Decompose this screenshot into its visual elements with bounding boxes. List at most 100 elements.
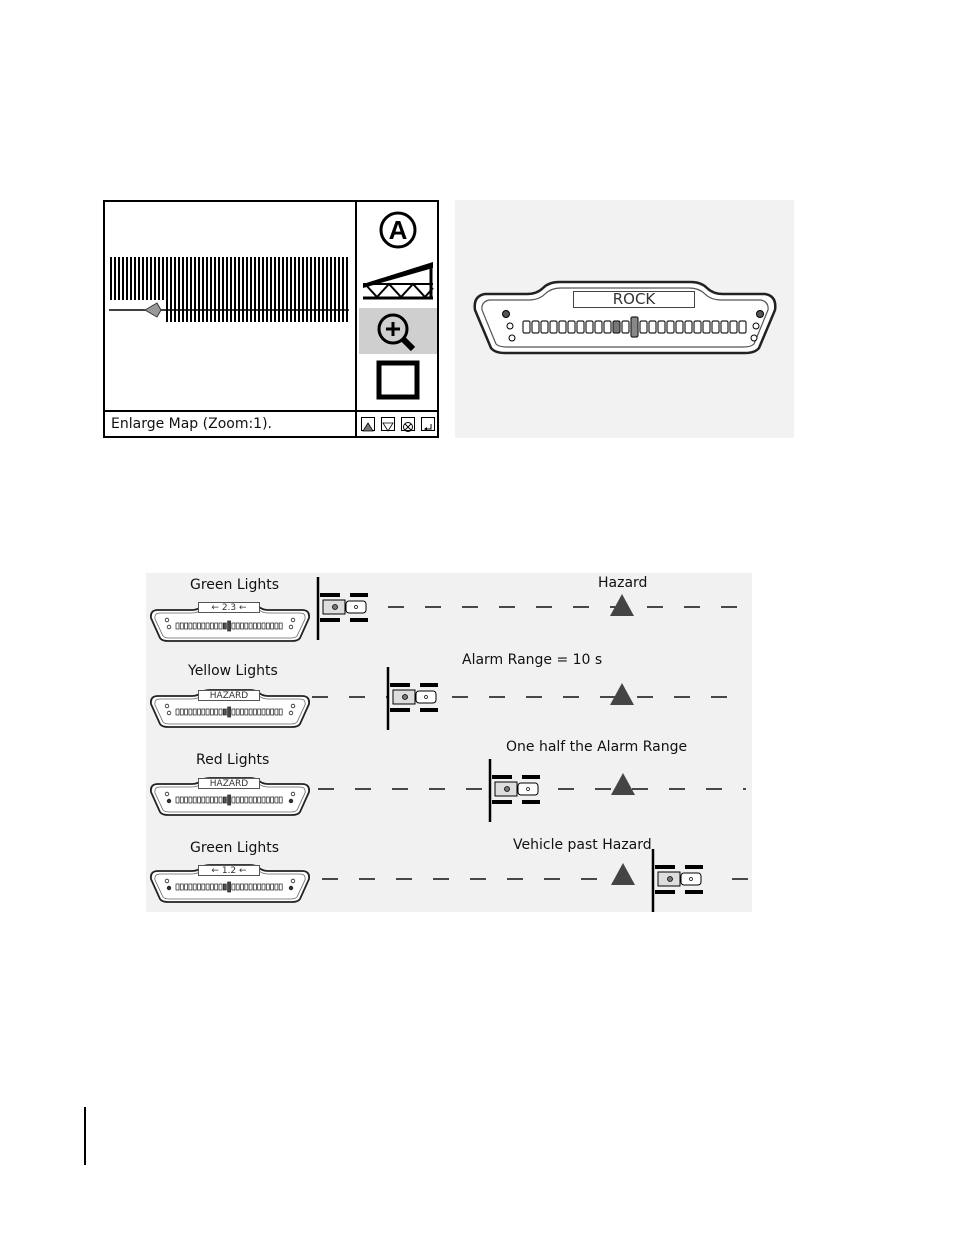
hazard-icon (610, 683, 634, 705)
mini-led (206, 709, 209, 715)
led-segment (694, 321, 701, 333)
left-arrow-icon: ← (239, 603, 247, 613)
cancel-button[interactable] (401, 417, 415, 431)
led-segment (739, 321, 746, 333)
mini-led (180, 623, 183, 629)
row-4-distance: 1.2 (222, 866, 236, 876)
mini-led (206, 884, 209, 890)
mini-led (189, 797, 192, 803)
mini-led (193, 709, 196, 715)
row-1-annotation: Hazard (598, 575, 647, 591)
mini-led (202, 797, 205, 803)
lightbar-body (455, 200, 794, 438)
mini-led (215, 709, 218, 715)
led-segment (523, 321, 530, 333)
mini-led (210, 623, 213, 629)
led-segment (532, 321, 539, 333)
mini-led (262, 623, 265, 629)
mini-led (180, 884, 183, 890)
mini-led (249, 884, 252, 890)
right-status-led (757, 311, 764, 318)
row-4-annotation: Vehicle past Hazard (513, 837, 652, 853)
led-segment (730, 321, 737, 333)
boom-sections-icon (359, 256, 437, 302)
mini-led (232, 623, 235, 629)
mini-led (279, 884, 282, 890)
mini-led (185, 709, 188, 715)
row-1-label: Green Lights (190, 577, 279, 593)
stop-button[interactable] (359, 358, 437, 404)
mini-led (202, 884, 205, 890)
row-4-lightbar-display: ← 1.2 ← (198, 865, 260, 876)
coverage-map[interactable] (105, 202, 355, 410)
mini-led (232, 884, 235, 890)
mini-led (228, 882, 231, 892)
row-3-label: Red Lights (196, 752, 269, 768)
mini-led (266, 797, 269, 803)
vehicle-icon (318, 577, 368, 640)
auto-steer-button[interactable]: A (359, 206, 437, 252)
status-bar: Enlarge Map (Zoom:1). (105, 410, 437, 438)
mini-led (206, 623, 209, 629)
zoom-in-button[interactable] (359, 308, 437, 354)
left-arrow-icon: ← (211, 866, 219, 876)
status-message: Enlarge Map (Zoom:1). (111, 416, 272, 432)
led-segment (685, 321, 692, 333)
row-2-annotation: Alarm Range = 10 s (462, 652, 602, 668)
down-button[interactable] (381, 417, 395, 431)
led-segment (550, 321, 557, 333)
row-1-lightbar-display: ← 2.3 ← (198, 602, 260, 613)
mini-led (236, 797, 239, 803)
mini-led (223, 709, 226, 715)
led-segment (631, 317, 638, 337)
mini-led (215, 623, 218, 629)
svg-text:A: A (389, 215, 408, 245)
mini-led (219, 709, 222, 715)
led-segment (676, 321, 683, 333)
vehicle-icon (388, 667, 438, 730)
coverage-map-graphic (105, 202, 355, 410)
mini-led (185, 623, 188, 629)
led-segment (568, 321, 575, 333)
mini-led (228, 795, 231, 805)
mini-led (266, 709, 269, 715)
margin-rule (84, 1107, 86, 1165)
led-segment (667, 321, 674, 333)
stop-square-icon (359, 358, 437, 404)
mini-led (279, 623, 282, 629)
mini-led (253, 797, 256, 803)
mini-led (253, 884, 256, 890)
mini-led (271, 884, 274, 890)
mini-led (206, 797, 209, 803)
hazard-icon (610, 594, 634, 616)
mini-led (176, 797, 179, 803)
mini-led (275, 884, 278, 890)
mini-led (241, 623, 244, 629)
mini-led (219, 884, 222, 890)
led-segment (613, 321, 620, 333)
up-button[interactable] (361, 417, 375, 431)
row-2-label: Yellow Lights (188, 663, 278, 679)
mini-led (189, 709, 192, 715)
led-segment (712, 321, 719, 333)
down-arrow-icon (382, 421, 394, 433)
mini-led (219, 623, 222, 629)
zoom-in-icon (359, 308, 437, 354)
mini-led (180, 709, 183, 715)
auto-steer-a-icon: A (359, 206, 437, 252)
mini-led (275, 709, 278, 715)
mini-led (189, 623, 192, 629)
boom-sections-button[interactable] (359, 256, 437, 302)
mini-led (266, 623, 269, 629)
hazard-icon (611, 863, 635, 885)
left-arrow-icon: ← (239, 866, 247, 876)
mini-led (245, 709, 248, 715)
guidance-map-screen: A Enlarge Map ( (103, 200, 439, 438)
mini-led (249, 797, 252, 803)
enter-button[interactable] (421, 417, 435, 431)
mini-led (180, 797, 183, 803)
mini-led (223, 884, 226, 890)
hazard-warning-sequence: Green Lights Hazard Yellow Lights Alarm … (146, 573, 752, 912)
mini-led (241, 797, 244, 803)
mini-led (279, 797, 282, 803)
